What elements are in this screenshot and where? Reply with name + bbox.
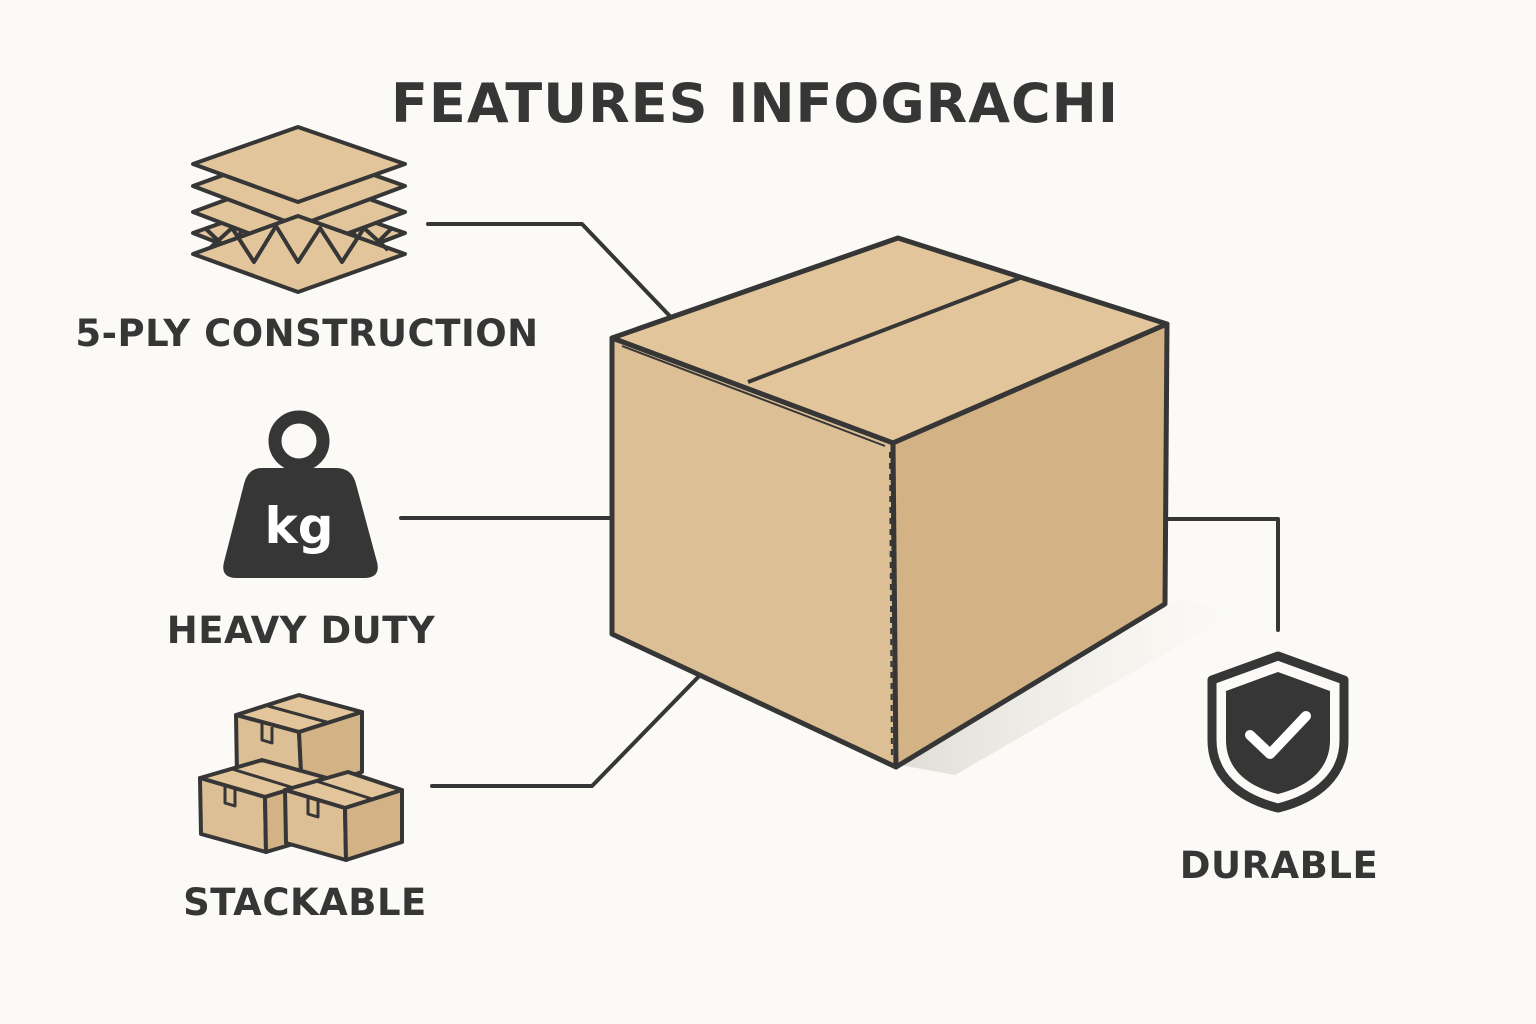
weight-body bbox=[223, 468, 378, 578]
weight-handle bbox=[268, 410, 330, 472]
stacked-boxes-icon bbox=[198, 693, 404, 862]
connector-durable bbox=[1116, 517, 1280, 632]
box-right-face bbox=[890, 321, 1170, 770]
shield-outline bbox=[1207, 651, 1349, 813]
feature-label-heavy: HEAVY DUTY bbox=[166, 609, 436, 652]
box-tape-edge bbox=[621, 345, 886, 447]
shield-check-icon bbox=[1207, 651, 1349, 813]
feature-label-stack: STACKABLE bbox=[183, 881, 427, 924]
box-shadow bbox=[900, 600, 1240, 775]
weight-icon: kg bbox=[223, 410, 378, 578]
box-flap-seam bbox=[747, 276, 1021, 384]
page-title: FEATURES INFOGRACHI bbox=[391, 72, 1119, 135]
check-mark bbox=[1245, 711, 1311, 759]
shield-fill bbox=[1226, 672, 1330, 794]
feature-label-ply: 5-PLY CONSTRUCTION bbox=[75, 312, 539, 355]
stack-top-box bbox=[234, 693, 364, 794]
cardboard-box bbox=[609, 235, 1240, 775]
connector-stack bbox=[430, 627, 747, 788]
weight-unit-label: kg bbox=[264, 497, 333, 555]
cardboard-layers-icon bbox=[191, 125, 407, 294]
connector-ply bbox=[426, 222, 688, 335]
box-corner-seam bbox=[889, 451, 893, 761]
stack-right-box bbox=[283, 770, 404, 862]
feature-label-durable: DURABLE bbox=[1179, 844, 1379, 887]
